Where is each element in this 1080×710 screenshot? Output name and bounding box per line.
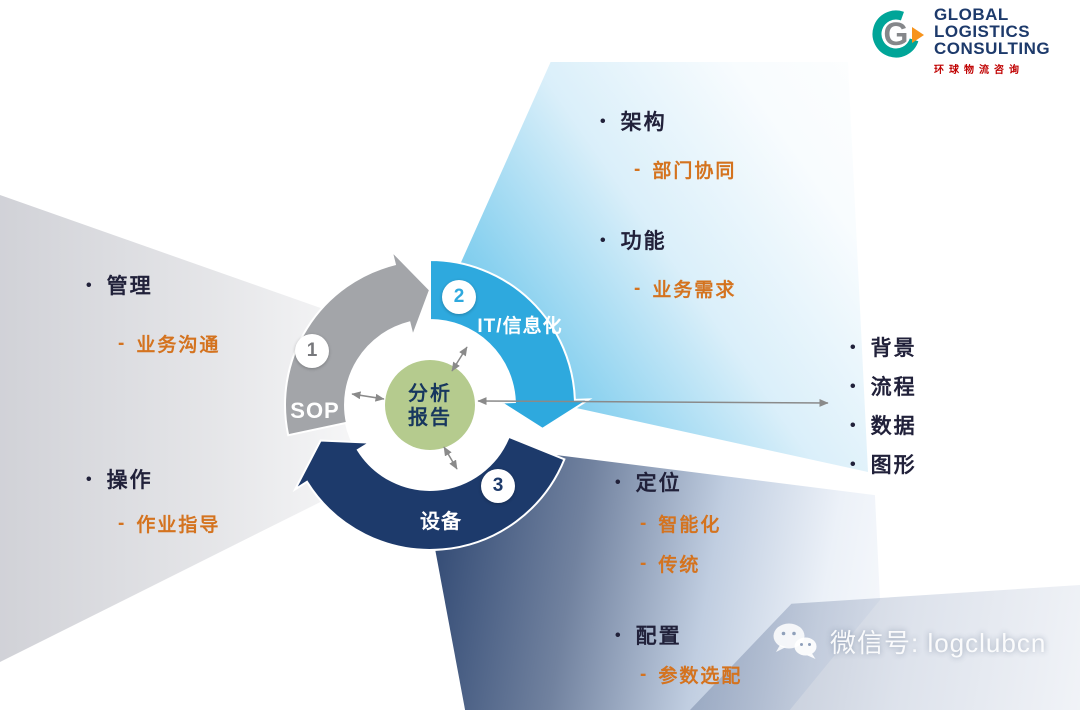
item-title: 配置 (635, 625, 682, 648)
left-item-management: • 管理 (86, 270, 153, 300)
bottomright-item-configuration: • 配置 (615, 620, 682, 650)
sop-label: SOP (290, 398, 340, 423)
bullet-icon: • (86, 471, 94, 488)
arrow-to-right-list (477, 397, 829, 407)
logo-triangle-icon (912, 27, 924, 43)
subitem-text: 业务需求 (652, 280, 737, 301)
dash-icon: - (634, 158, 643, 180)
left-item-operation: • 操作 (86, 464, 153, 494)
logo-line-1: GLOBAL (934, 5, 1009, 24)
item-title: 图形 (870, 454, 917, 477)
badge-3-number: 3 (492, 475, 504, 496)
dash-icon: - (634, 277, 643, 299)
topright-item-function: • 功能 (600, 225, 667, 255)
bullet-icon: • (850, 378, 858, 395)
item-title: 流程 (870, 376, 917, 399)
wechat-icon (773, 623, 817, 659)
subitem-text: 部门协同 (652, 161, 737, 182)
dash-icon: - (118, 512, 127, 534)
bullet-icon: • (600, 232, 608, 249)
subitem-text: 业务沟通 (136, 335, 221, 356)
logo-line-3: CONSULTING (934, 39, 1051, 58)
dash-icon: - (640, 663, 649, 685)
it-label: IT/信息化 (477, 316, 563, 337)
topright-subitem-collaboration: - 部门协同 (634, 156, 736, 183)
watermark-text: 微信号: logclubcn (830, 627, 1047, 658)
subitem-text: 传统 (658, 555, 701, 576)
bottomright-subitem-intelligent: - 智能化 (640, 510, 721, 537)
bullet-icon: • (615, 627, 623, 644)
bottomright-item-positioning: • 定位 (615, 467, 682, 497)
dash-icon: - (640, 552, 649, 574)
arrow-to-it (451, 346, 468, 372)
arrow-to-device (443, 446, 458, 470)
subitem-text: 作业指导 (136, 515, 221, 536)
item-title: 数据 (870, 415, 917, 438)
logo-line-2: LOGISTICS (934, 22, 1031, 41)
company-logo: G GLOBAL LOGISTICS CONSULTING 环球物流咨询 (870, 6, 1050, 76)
badge-1: 1 (295, 334, 329, 368)
item-title: 操作 (106, 469, 153, 492)
bullet-icon: • (850, 456, 858, 473)
left-subitem-communication: - 业务沟通 (118, 330, 220, 357)
item-title: 定位 (635, 472, 682, 495)
bullet-icon: • (600, 113, 608, 130)
subitem-text: 参数选配 (658, 666, 743, 687)
badge-1-number: 1 (306, 340, 318, 361)
right-list-item-graphics: • 图形 (850, 449, 917, 479)
badge-2: 2 (442, 280, 476, 314)
logo-mark-icon: G (872, 10, 924, 58)
logo-letter: G (884, 16, 909, 52)
badge-2-number: 2 (453, 286, 465, 307)
item-title: 管理 (106, 275, 153, 298)
bullet-icon: • (86, 277, 94, 294)
device-label: 设备 (420, 511, 462, 533)
item-title: 背景 (870, 337, 917, 360)
bullet-icon: • (850, 339, 858, 356)
center-label-line2: 报告 (408, 407, 452, 429)
right-list-item-process: • 流程 (850, 371, 917, 401)
dash-icon: - (640, 512, 649, 534)
item-title: 架构 (620, 111, 667, 134)
left-subitem-work-guide: - 作业指导 (118, 510, 220, 537)
bottomright-subitem-traditional: - 传统 (640, 550, 700, 577)
bullet-icon: • (850, 417, 858, 434)
wechat-watermark: 微信号: logclubcn (772, 622, 1046, 660)
topright-subitem-business-needs: - 业务需求 (634, 275, 736, 302)
item-title: 功能 (620, 230, 667, 253)
bottomright-subitem-parameter-selection: - 参数选配 (640, 661, 742, 688)
center-label-line1: 分析 (408, 383, 452, 405)
bullet-icon: • (615, 474, 623, 491)
gray-beam-left (0, 195, 389, 662)
right-list-item-data: • 数据 (850, 410, 917, 440)
dash-icon: - (118, 332, 127, 354)
topright-item-architecture: • 架构 (600, 106, 667, 136)
center-label: 分析 报告 (388, 378, 472, 434)
logo-subtitle: 环球物流咨询 (934, 65, 1024, 76)
badge-3: 3 (481, 469, 515, 503)
logo-text-block: GLOBAL LOGISTICS CONSULTING 环球物流咨询 (934, 6, 1050, 76)
subitem-text: 智能化 (658, 515, 722, 536)
right-list-item-background: • 背景 (850, 332, 917, 362)
